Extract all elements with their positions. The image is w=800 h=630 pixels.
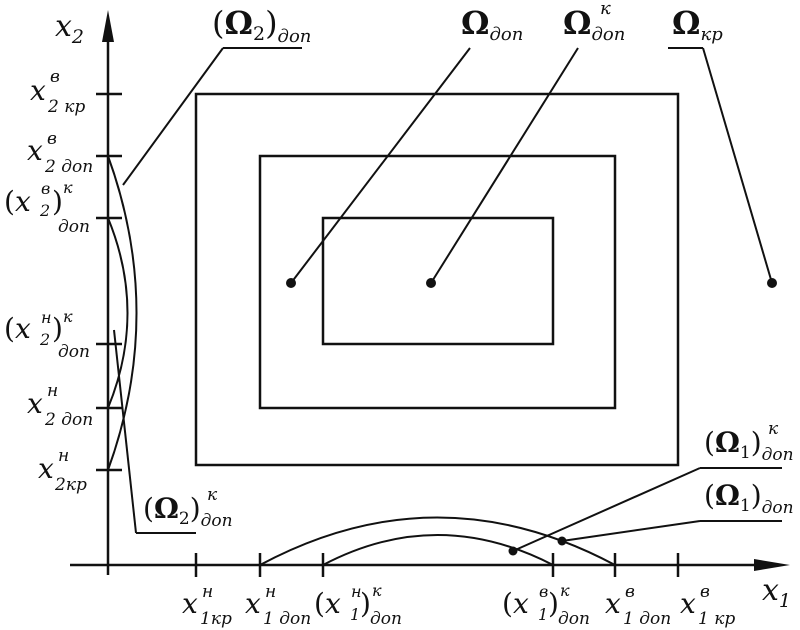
dot-omega1-dop-k: [508, 546, 518, 556]
dot-omega-kr: [767, 278, 777, 288]
label-omega2-dop: (Ω2)доп: [212, 4, 311, 47]
axis-label-x2: x2: [55, 9, 84, 48]
omega2-dop-k-lens: [107, 217, 129, 409]
axis-label-x1: x1: [762, 573, 791, 612]
region-omega-dop: [258, 154, 617, 410]
label-omega-dop: Ωдоп: [461, 4, 523, 45]
dot-omega1-dop: [557, 536, 567, 546]
x1-axis-arrow: [754, 559, 790, 571]
label-omega2-dop-k: (Ω2)допк: [143, 485, 233, 531]
region-omega-kr: [194, 92, 680, 467]
label-omega-kr: Ωкр: [672, 4, 723, 45]
leader-omega1-dop: [561, 520, 701, 542]
leader-omega-dop-k: [430, 47, 579, 284]
region-omega-dop-k: [321, 216, 555, 346]
leader-lines: [113, 47, 782, 552]
omega2-dop-lens: [107, 155, 138, 471]
dot-omega-dop-k: [426, 278, 436, 288]
label-omega-dop-k: Ωдопк: [563, 0, 625, 45]
label-omega1-dop: (Ω1)доп: [704, 479, 794, 518]
leader-omega-kr: [702, 47, 773, 284]
dot-omega-dop: [286, 278, 296, 288]
leader-omega-dop: [290, 47, 471, 284]
omega1-dop-lens: [259, 516, 616, 566]
omega1-dop-k-lens: [322, 534, 554, 566]
leader-omega2-dop: [122, 47, 224, 186]
leader-omega1-dop-k: [512, 467, 701, 552]
leader-omega2-dop-k: [113, 329, 137, 534]
x2-axis-arrow: [102, 10, 114, 42]
label-omega1-dop-k: (Ω1)допк: [704, 419, 794, 465]
